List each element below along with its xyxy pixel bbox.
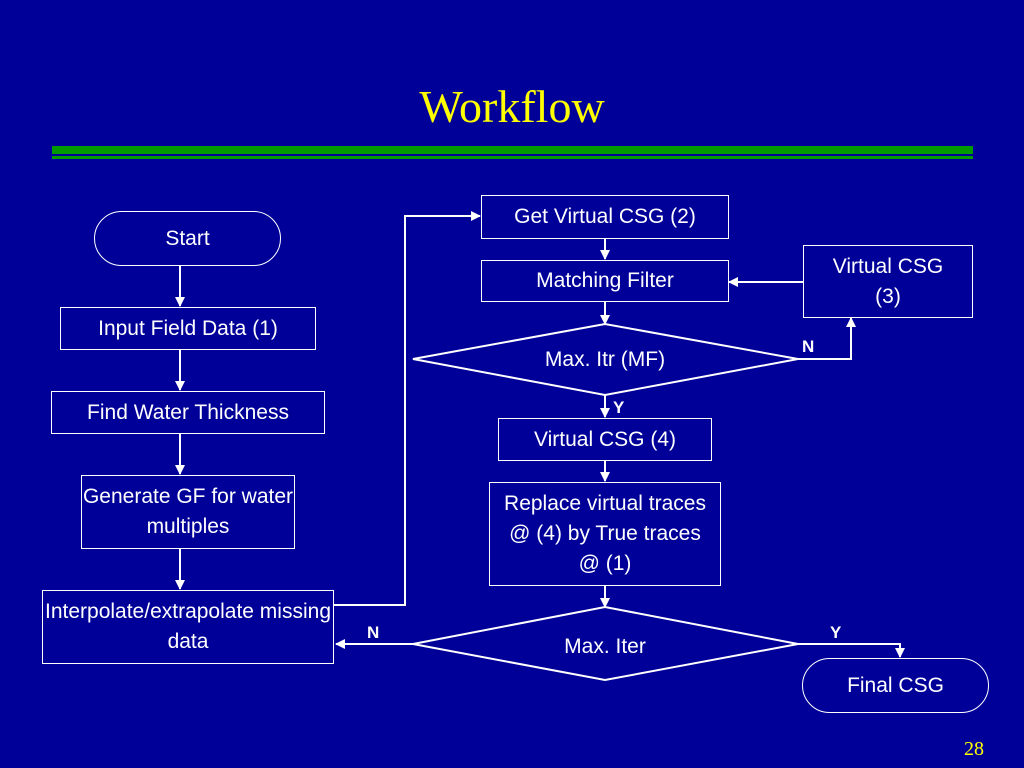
title-rule-thick xyxy=(52,146,973,154)
max-iter-yes-label: Y xyxy=(830,623,842,642)
get-virtual-csg-box: Get Virtual CSG (2) xyxy=(481,195,729,239)
generate-gf-box: Generate GF for water multiples xyxy=(81,475,295,549)
start-node: Start xyxy=(94,211,281,266)
arrow-maxitr-no-to-virtual3 xyxy=(798,317,856,360)
matching-filter-box: Matching Filter xyxy=(481,260,729,302)
decision-max-iter xyxy=(412,605,799,682)
find-water-thickness-box: Find Water Thickness xyxy=(51,391,325,434)
max-itr-yes-label: Y xyxy=(613,398,625,417)
final-csg-node: Final CSG xyxy=(802,658,989,713)
virtual-csg-3-box: Virtual CSG (3) xyxy=(803,245,973,318)
input-field-data-box: Input Field Data (1) xyxy=(60,307,316,350)
max-iter-no-label: N xyxy=(367,623,380,642)
decision-max-itr-mf xyxy=(412,322,799,397)
virtual-csg-4-box: Virtual CSG (4) xyxy=(498,418,712,461)
slide-title: Workflow xyxy=(419,81,605,132)
max-iter-label: Max. Iter xyxy=(564,635,646,658)
title-rule-thin xyxy=(52,156,973,159)
arrow-interpolate-to-get-virtual xyxy=(334,211,481,606)
arrow-maxiter-yes-to-final xyxy=(798,643,905,658)
max-itr-mf-label: Max. Itr (MF) xyxy=(544,348,666,371)
max-itr-no-label: N xyxy=(802,337,815,356)
interpolate-box: Interpolate/extrapolate missing data xyxy=(42,590,334,664)
page-number: 28 xyxy=(964,738,984,760)
replace-traces-box: Replace virtual traces @ (4) by True tra… xyxy=(489,482,721,586)
